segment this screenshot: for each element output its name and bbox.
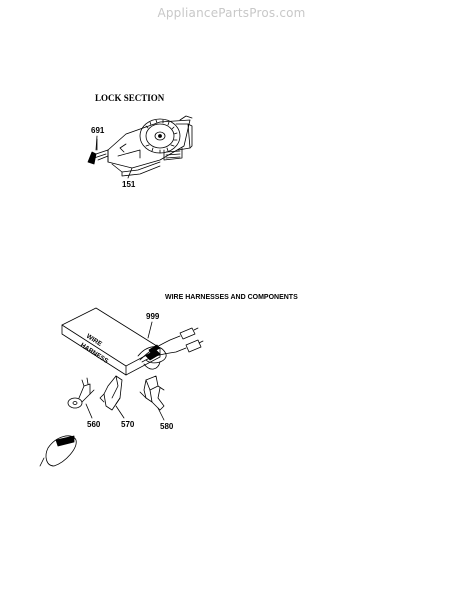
- site-watermark: AppliancePartsPros.com: [157, 6, 306, 20]
- part-number-570[interactable]: 570: [121, 420, 135, 429]
- part-number-580[interactable]: 580: [160, 422, 174, 431]
- clip-terminal-part-570[interactable]: [99, 375, 123, 411]
- tube-packet[interactable]: [39, 435, 77, 467]
- part-number-560[interactable]: 560: [87, 420, 101, 429]
- spade-terminal-part-580[interactable]: [139, 375, 165, 411]
- wire-harness-part-999[interactable]: [61, 307, 204, 376]
- lock-section-title: LOCK SECTION: [95, 93, 165, 103]
- part-number-691[interactable]: 691: [91, 126, 105, 135]
- screw-part-691[interactable]: [87, 138, 109, 165]
- wire-harness-section-title: WIRE HARNESSES AND COMPONENTS: [165, 294, 298, 301]
- part-number-151[interactable]: 151: [122, 180, 136, 189]
- ring-terminal-part-560[interactable]: [67, 377, 95, 409]
- part-number-999[interactable]: 999: [146, 312, 160, 321]
- lock-motor-assembly[interactable]: [107, 115, 193, 177]
